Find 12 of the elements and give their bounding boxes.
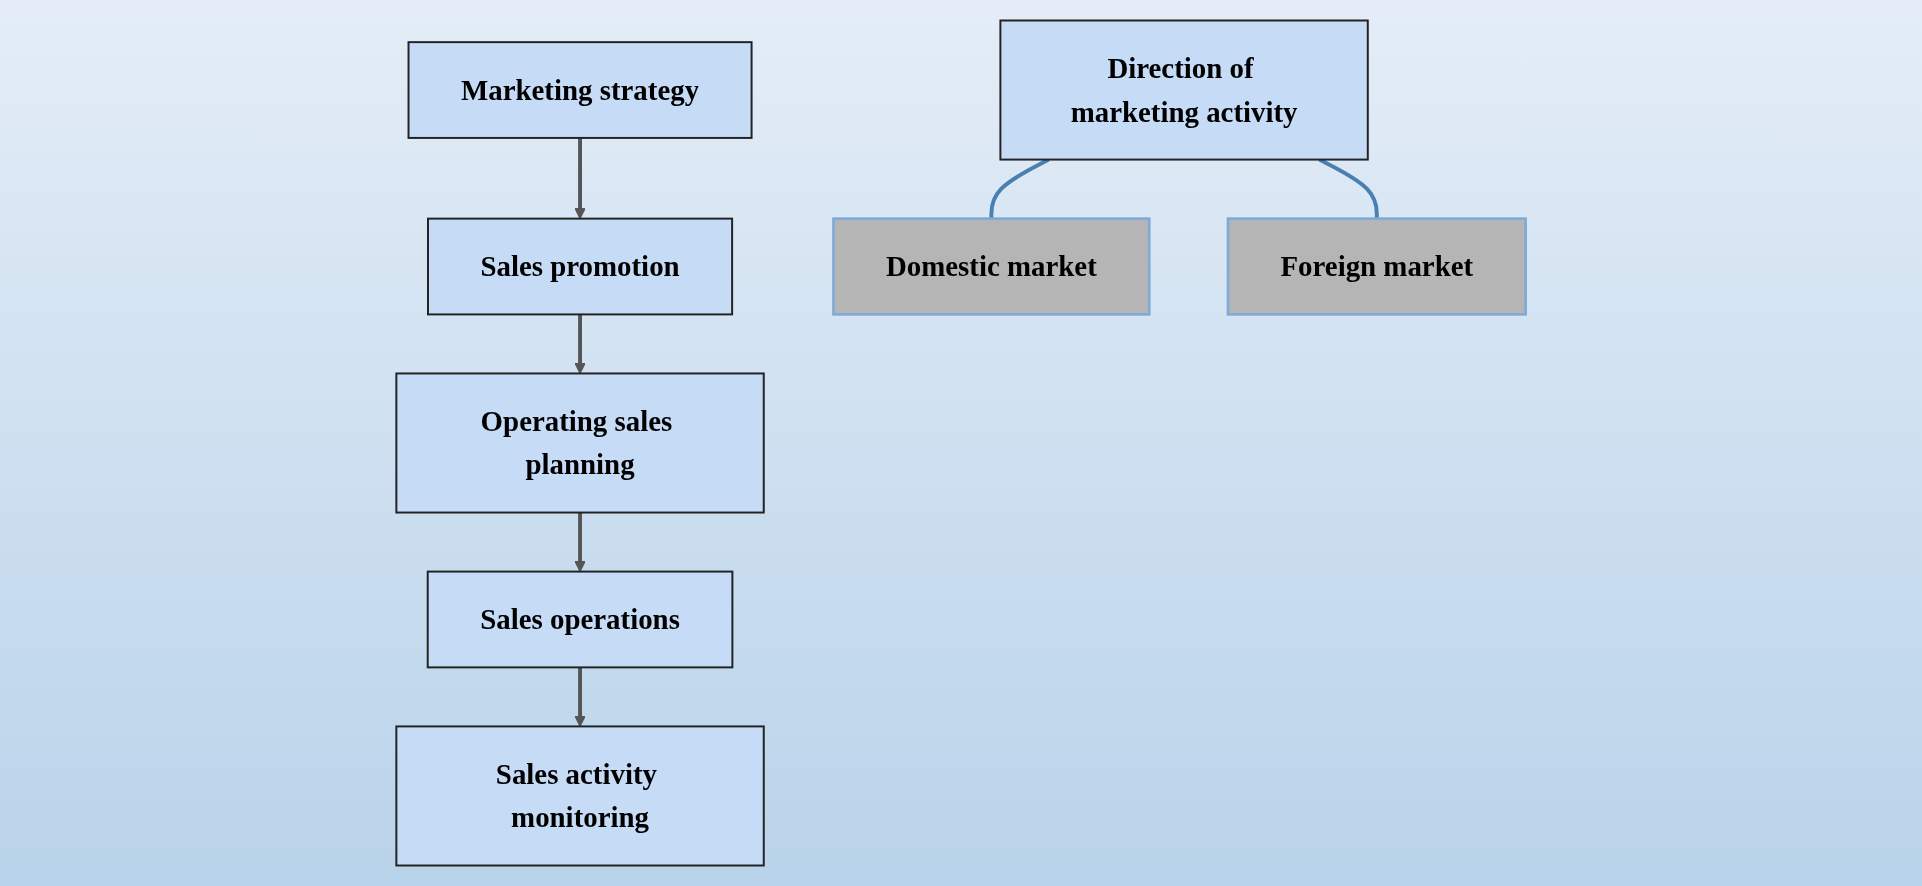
node-box: Sales operations: [426, 570, 734, 669]
arrow: [574, 667, 586, 727]
node-box: Direction of marketing activity: [999, 19, 1369, 161]
node-box: Domestic market: [832, 217, 1151, 316]
node-box: Marketing strategy: [407, 41, 753, 139]
arrow: [574, 314, 586, 374]
node-box: Sales activity monitoring: [395, 725, 765, 867]
node-box: Foreign market: [1226, 217, 1527, 316]
arrow: [574, 512, 586, 573]
arrow: [574, 137, 586, 220]
node-box: Sales promotion: [427, 217, 734, 316]
node-box: Operating sales planning: [395, 372, 765, 514]
